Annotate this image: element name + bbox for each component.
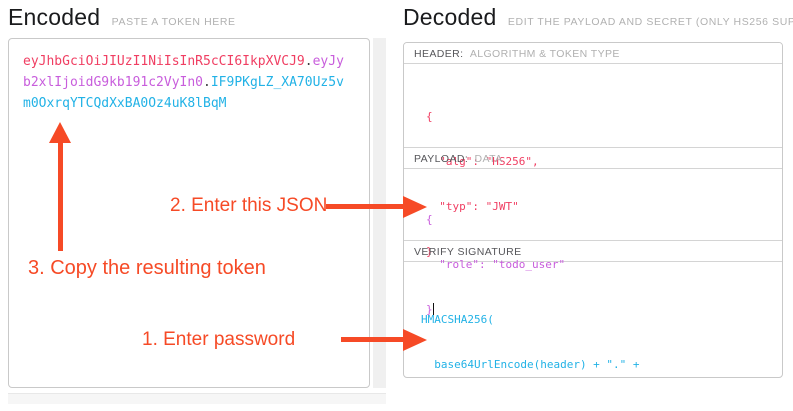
- encoded-token-editor[interactable]: eyJhbGciOiJIUzI1NiIsInR5cCI6IkpXVCJ9.eyJ…: [8, 38, 370, 388]
- verify-signature-label: VERIFY SIGNATURE: [414, 246, 522, 258]
- annotation-step2-text: 2. Enter this JSON: [170, 195, 328, 216]
- payload-label: PAYLOAD:: [414, 153, 469, 165]
- decoded-heading: Decoded EDIT THE PAYLOAD AND SECRET (ONL…: [403, 4, 793, 31]
- signature-block: HMACSHA256( base64UrlEncode(header) + ".…: [404, 262, 782, 377]
- annotation-step2-arrow: [326, 204, 406, 209]
- encoded-vertical-scrollbar[interactable]: [373, 38, 386, 388]
- encoded-heading: Encoded PASTE A TOKEN HERE: [8, 4, 236, 31]
- annotation-step1-arrow: [341, 337, 406, 342]
- token-signature-segment: IF9PKgLZ_XA70Uz5vm0OxrqYTCQdXxBA0Oz4uK8l…: [23, 75, 344, 111]
- signature-section-label: VERIFY SIGNATURE: [404, 241, 782, 262]
- header-json-line: "typ": "JWT": [426, 200, 519, 213]
- annotation-step1-text: 1. Enter password: [142, 329, 296, 350]
- annotation-step2-arrowhead-icon: [403, 196, 427, 218]
- decoded-title: Decoded: [403, 4, 497, 30]
- payload-section-label: PAYLOAD: DATA: [404, 148, 782, 169]
- token-dot-1: .: [304, 54, 313, 69]
- jwt-token-text[interactable]: eyJhbGciOiJIUzI1NiIsInR5cCI6IkpXVCJ9.eyJ…: [9, 39, 349, 114]
- header-json-editor[interactable]: { "alg": "HS256", "typ": "JWT" }: [404, 64, 782, 258]
- decoded-subtitle: EDIT THE PAYLOAD AND SECRET (ONLY HS256 …: [507, 16, 793, 28]
- header-json-line: {: [426, 110, 433, 123]
- text-caret: [432, 303, 435, 315]
- header-section-label: HEADER: ALGORITHM & TOKEN TYPE: [404, 43, 782, 64]
- decoded-panel: HEADER: ALGORITHM & TOKEN TYPE { "alg": …: [403, 42, 783, 378]
- signature-code-line: HMACSHA256(: [421, 313, 494, 326]
- annotation-step1-arrowhead-icon: [403, 329, 427, 351]
- signature-code-line: base64UrlEncode(header) + "." +: [421, 358, 640, 371]
- encoded-title: Encoded: [8, 4, 101, 30]
- payload-json-editor[interactable]: { "role": "todo_user" }: [404, 169, 782, 316]
- token-header-segment: eyJhbGciOiJIUzI1NiIsInR5cCI6IkpXVCJ9: [23, 54, 305, 69]
- encoded-subtitle: PASTE A TOKEN HERE: [111, 16, 236, 28]
- payload-json-line: "role": "todo_user": [426, 258, 566, 271]
- annotation-step3-arrow: [58, 140, 63, 251]
- header-label: HEADER:: [414, 48, 464, 60]
- annotation-step3-arrowhead-icon: [49, 122, 71, 143]
- payload-close-brace: }: [426, 303, 433, 316]
- payload-sublabel: DATA: [474, 153, 503, 165]
- token-dot-2: .: [203, 75, 211, 90]
- header-sublabel: ALGORITHM & TOKEN TYPE: [469, 48, 620, 60]
- payload-json-line: }: [426, 302, 782, 317]
- encoded-horizontal-scrollbar[interactable]: [8, 393, 386, 404]
- annotation-step3-text: 3. Copy the resulting token: [28, 257, 266, 279]
- token-payload-segment: eyJyb2xlIjoidG9kb191c2VyIn0: [23, 54, 344, 90]
- payload-json-line: {: [426, 213, 433, 226]
